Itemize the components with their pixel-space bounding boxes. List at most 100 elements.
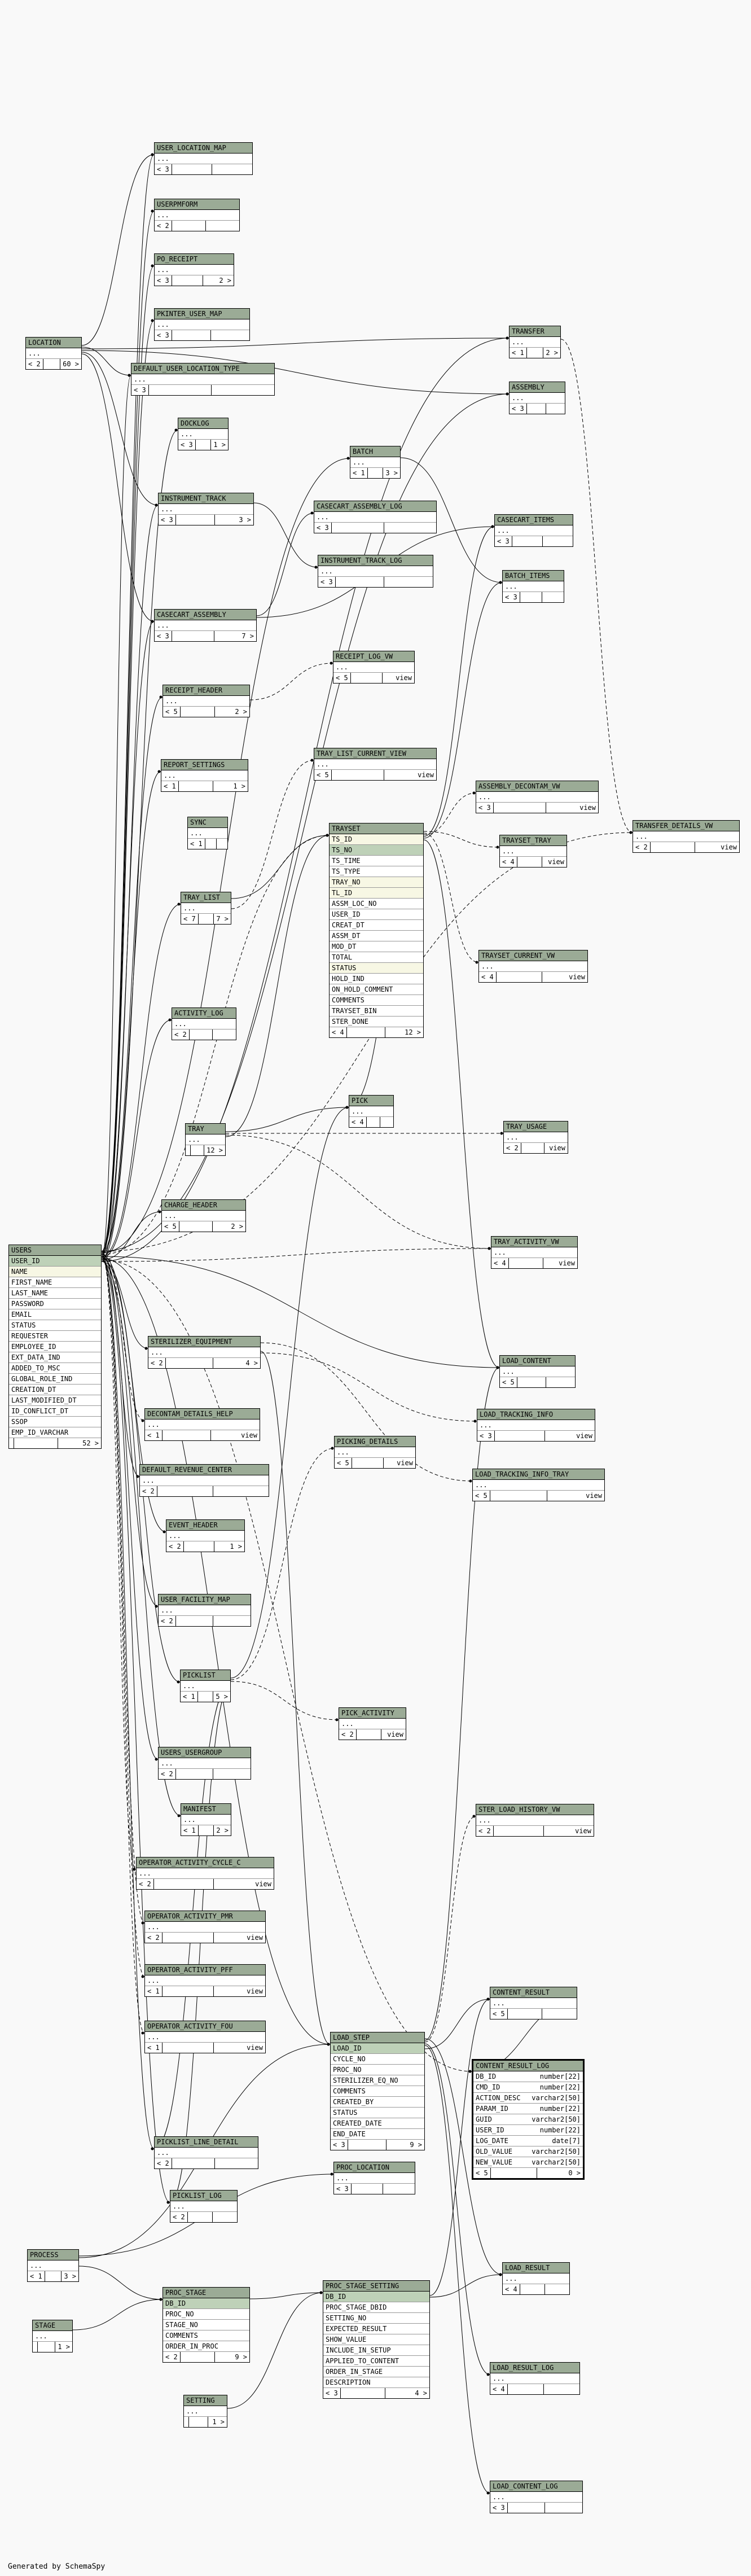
table-name[interactable]: TRAY_ACTIVITY_VW (491, 1237, 577, 1247)
table-column[interactable]: ... (503, 2273, 569, 2284)
table-column[interactable]: ... (510, 393, 565, 404)
footer-spacer[interactable] (495, 1431, 545, 1441)
table-column[interactable]: USER_ID (330, 909, 423, 920)
footer-spacer[interactable] (190, 1029, 213, 1040)
footer-spacer[interactable] (205, 839, 217, 849)
child-count[interactable]: view (397, 1459, 413, 1467)
child-count[interactable]: 7 > (241, 632, 254, 640)
footer-spacer[interactable] (14, 1438, 58, 1448)
parent-count[interactable]: < 1 (181, 1825, 199, 1835)
table-column[interactable]: COMMENTS (330, 995, 423, 1006)
table-name[interactable]: TRAYSET (330, 823, 423, 834)
table-assembly[interactable]: ASSEMBLY...< 3 (509, 382, 565, 414)
table-column[interactable]: STER_DONE (330, 1017, 423, 1027)
child-count[interactable]: view (548, 858, 564, 866)
footer-spacer[interactable] (352, 1458, 384, 1468)
table-name[interactable]: OPERATOR_ACTIVITY_CYCLE_C (137, 1857, 274, 1868)
table-column[interactable]: SSOP (9, 1417, 101, 1427)
table-column[interactable]: CREATED_BY (331, 2097, 424, 2108)
table-name[interactable]: TRANSFER_DETAILS_VW (633, 821, 739, 831)
parent-count[interactable]: < 5 (473, 1491, 490, 1501)
child-count[interactable] (213, 1769, 251, 1779)
table-name[interactable]: DECONTAM_DETAILS_HELP (145, 1409, 260, 1420)
parent-count[interactable]: < 2 (140, 1486, 157, 1496)
parent-count[interactable]: < 1 (145, 2043, 163, 2053)
child-count[interactable]: 2 > (546, 349, 558, 357)
parent-count[interactable]: < 4 (490, 2384, 508, 2394)
table-name[interactable]: DEFAULT_REVENUE_CENTER (140, 1465, 269, 1475)
table-column[interactable]: ... (181, 903, 231, 914)
parent-count[interactable] (9, 1438, 14, 1448)
table-column[interactable]: ... (473, 1480, 604, 1491)
child-count[interactable]: view (247, 2044, 263, 2052)
footer-spacer[interactable] (38, 2342, 55, 2352)
footer-spacer[interactable] (357, 1729, 381, 1740)
table-column[interactable]: ... (510, 337, 560, 348)
parent-count[interactable]: < 2 (172, 1029, 190, 1040)
footer-spacer[interactable] (181, 707, 216, 717)
table-column[interactable]: ... (350, 457, 400, 468)
table-instrument-track-log[interactable]: INSTRUMENT_TRACK_LOG...< 3 (318, 555, 433, 588)
parent-count[interactable]: < 3 (159, 515, 176, 525)
table-name[interactable]: OPERATOR_ACTIVITY_FOU (145, 2021, 265, 2032)
table-name[interactable]: PO_RECEIPT (155, 254, 234, 265)
table-activity-log[interactable]: ACTIVITY_LOG...< 2 (172, 1007, 236, 1040)
parent-count[interactable]: < 4 (503, 2284, 520, 2294)
table-column[interactable]: APPLIED_TO_CONTENT (323, 2356, 429, 2367)
table-column[interactable]: ... (479, 961, 587, 972)
table-column[interactable]: ... (159, 1758, 251, 1769)
table-column[interactable]: ... (155, 265, 234, 275)
footer-spacer[interactable] (172, 275, 203, 286)
table-column[interactable]: ... (504, 1132, 568, 1143)
parent-count[interactable]: < 2 (504, 1143, 521, 1153)
parent-count[interactable] (186, 1145, 191, 1155)
parent-count[interactable]: < 2 (159, 1616, 176, 1626)
table-column[interactable]: EMPLOYEE_ID (9, 1342, 101, 1352)
child-count[interactable] (213, 1616, 251, 1626)
table-name[interactable]: LOAD_RESULT (503, 2263, 569, 2273)
table-column[interactable]: LOAD_ID (331, 2043, 424, 2054)
footer-spacer[interactable] (512, 536, 543, 546)
table-name[interactable]: LOAD_RESULT_LOG (490, 2363, 579, 2373)
table-name[interactable]: LOCATION (26, 338, 81, 348)
footer-spacer[interactable] (198, 1692, 214, 1702)
table-default-revenue-center[interactable]: DEFAULT_REVENUE_CENTER...< 2 (139, 1464, 269, 1497)
child-count[interactable]: 3 > (385, 469, 398, 477)
table-column[interactable]: EXPECTED_RESULT (323, 2324, 429, 2334)
child-count[interactable] (213, 2212, 237, 2222)
table-picklist-line-detail[interactable]: PICKLIST_LINE_DETAIL...< 2 (154, 2136, 258, 2169)
footer-spacer[interactable] (172, 221, 206, 231)
table-column[interactable]: ... (172, 1019, 236, 1029)
child-count[interactable]: 7 > (216, 915, 229, 923)
table-column[interactable]: REQUESTER (9, 1331, 101, 1342)
table-column[interactable]: PROC_NO (163, 2309, 249, 2320)
parent-count[interactable]: < 4 (500, 857, 517, 867)
table-name[interactable]: USER_FACILITY_MAP (159, 1594, 251, 1605)
parent-count[interactable]: < 4 (479, 972, 497, 982)
table-name[interactable]: STER_LOAD_HISTORY_VW (476, 1804, 594, 1815)
parent-count[interactable]: < 1 (145, 1430, 163, 1440)
footer-spacer[interactable] (189, 2417, 208, 2427)
table-column[interactable]: ... (131, 374, 274, 385)
footer-spacer[interactable] (163, 2043, 214, 2053)
table-name[interactable]: PICK_ACTIVITY (339, 1708, 406, 1719)
table-name[interactable]: TRAYSET_TRAY (500, 835, 566, 846)
child-count[interactable] (206, 221, 239, 231)
table-column[interactable]: TS_TIME (330, 856, 423, 866)
child-count[interactable] (211, 330, 249, 340)
table-column[interactable]: ID_CONFLICT_DT (9, 1406, 101, 1417)
